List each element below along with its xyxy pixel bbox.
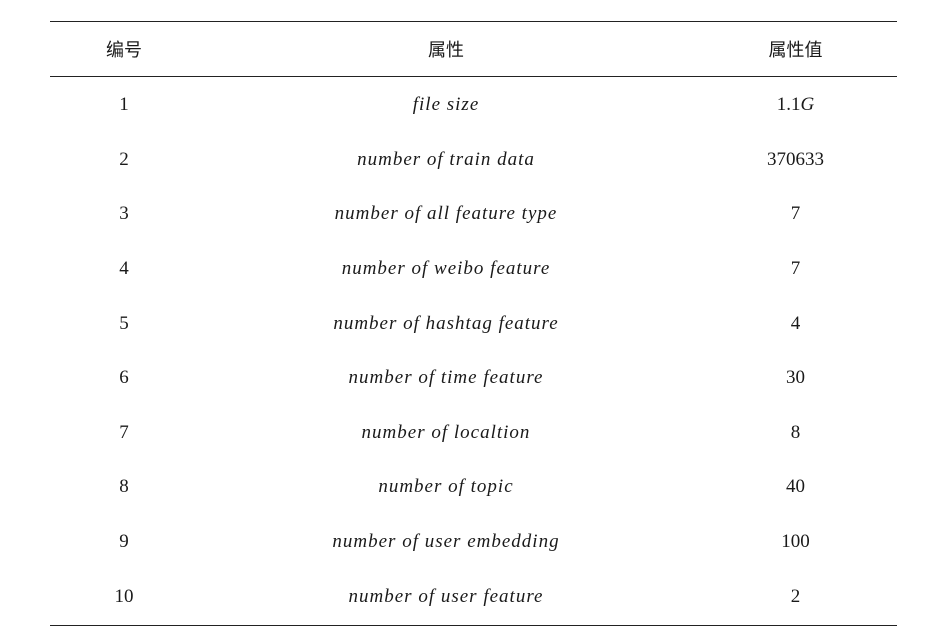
row-id: 7 — [119, 421, 129, 443]
row-value-cell: 370633 — [694, 149, 897, 171]
data-table: 编号 属性 属性值 1 file size 1.1G 2 number of train… — [50, 21, 897, 626]
row-id: 9 — [119, 531, 129, 553]
header-value: 属性值 — [768, 40, 823, 61]
row-value-cell: 7 — [694, 203, 897, 225]
row-id: 5 — [119, 312, 129, 334]
row-value: 100 — [781, 531, 810, 553]
row-attribute: number of topic — [378, 476, 514, 498]
table-row: 7 number of localtion 8 — [50, 406, 897, 461]
row-value: 2 — [790, 585, 801, 607]
header-id: 编号 — [106, 40, 142, 61]
row-value-cell: 2 — [694, 586, 897, 608]
row-value: 7 — [790, 258, 801, 280]
header-attribute: 属性 — [428, 40, 464, 61]
table-row: 9 number of user embedding 100 — [50, 515, 897, 570]
row-id: 2 — [119, 148, 129, 170]
row-value-unit: G — [800, 94, 815, 116]
top-rule — [50, 21, 897, 22]
row-attribute: file size — [412, 94, 480, 116]
row-attribute: number of time feature — [348, 367, 544, 389]
row-value-cell: 100 — [694, 531, 897, 553]
row-id: 8 — [119, 476, 129, 498]
row-attribute: number of user embedding — [332, 531, 560, 553]
row-value-cell: 8 — [694, 422, 897, 444]
row-value: 7 — [790, 203, 801, 225]
row-attribute: number of localtion — [361, 421, 531, 443]
row-attribute: number of weibo feature — [341, 258, 551, 280]
row-value-cell: 40 — [694, 476, 897, 498]
row-id: 10 — [114, 585, 134, 607]
row-value-cell: 4 — [694, 313, 897, 335]
row-value: 4 — [790, 312, 801, 334]
row-value: 40 — [786, 476, 805, 498]
row-value: 30 — [786, 367, 805, 389]
table-row: 2 number of train data 370633 — [50, 133, 897, 188]
row-value: 8 — [790, 421, 801, 443]
row-attribute: number of user feature — [348, 585, 544, 607]
table-row: 4 number of weibo feature 7 — [50, 242, 897, 297]
row-value: 1.1 — [776, 94, 801, 116]
table-body: 1 file size 1.1G 2 number of train data 37063… — [50, 77, 897, 625]
table-row: 10 number of user feature 2 — [50, 569, 897, 624]
row-id: 3 — [119, 203, 129, 225]
row-id: 4 — [119, 258, 129, 280]
row-value-cell: 7 — [694, 258, 897, 280]
table-row: 1 file size 1.1G — [50, 78, 897, 133]
table-row: 8 number of topic 40 — [50, 460, 897, 515]
table-row: 6 number of time feature 30 — [50, 351, 897, 406]
row-value: 370633 — [767, 148, 824, 170]
header-rule — [50, 76, 897, 77]
row-attribute: number of train data — [357, 148, 535, 170]
row-id: 6 — [119, 367, 129, 389]
row-value-cell: 30 — [694, 367, 897, 389]
row-id: 1 — [119, 94, 129, 116]
row-value-cell: 1.1G — [694, 94, 897, 116]
row-attribute: number of hashtag feature — [333, 312, 559, 334]
table-row: 3 number of all feature type 7 — [50, 187, 897, 242]
row-attribute: number of all feature type — [334, 203, 558, 225]
table-row: 5 number of hashtag feature 4 — [50, 296, 897, 351]
header-row: 编号 属性 属性值 — [50, 22, 897, 76]
